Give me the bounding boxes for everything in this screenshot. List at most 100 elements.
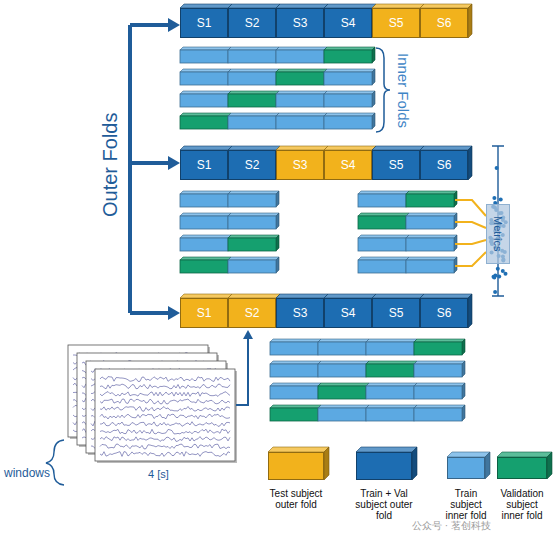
subject-box: S5 bbox=[372, 150, 420, 180]
fold-segment bbox=[414, 386, 462, 399]
fold-segment bbox=[366, 386, 414, 399]
subject-label: S3 bbox=[293, 16, 308, 30]
fold-segment-side bbox=[372, 47, 375, 63]
subject-box: S4 bbox=[324, 298, 372, 328]
fold-segment bbox=[276, 116, 324, 129]
fold-segment-side bbox=[276, 235, 279, 251]
fold-segment-top bbox=[270, 383, 321, 386]
subject-box: S6 bbox=[420, 150, 468, 180]
fold-segment-top bbox=[414, 339, 465, 342]
fold-segment-top bbox=[180, 113, 231, 116]
metrics-box: Metrics bbox=[486, 204, 510, 264]
fold-segment bbox=[228, 216, 276, 229]
fold-segment bbox=[318, 408, 366, 421]
fold-segment bbox=[406, 260, 454, 273]
fold-segment-top bbox=[228, 191, 279, 194]
fold-segment bbox=[366, 408, 414, 421]
metrics-label: Metrics bbox=[492, 216, 504, 251]
fold-segment-top bbox=[228, 91, 279, 94]
legend-text: Validation subject inner fold bbox=[494, 488, 550, 521]
fold-segment-top bbox=[270, 405, 321, 408]
subject-label: S5 bbox=[389, 158, 404, 172]
subject-box-side bbox=[468, 294, 472, 328]
eeg-trace bbox=[100, 444, 230, 449]
fold-segment bbox=[276, 72, 324, 85]
fold-segment-top bbox=[366, 405, 417, 408]
legend-swatch bbox=[268, 452, 324, 480]
outer-bracket bbox=[128, 25, 132, 313]
fold-segment bbox=[406, 238, 454, 251]
subject-box: S5 bbox=[372, 8, 420, 38]
metric-dot bbox=[499, 198, 503, 202]
legend-swatch-side bbox=[485, 452, 490, 479]
metric-dot bbox=[493, 290, 497, 294]
fold-segment-top bbox=[318, 405, 369, 408]
fold-segment-top bbox=[180, 235, 231, 238]
eeg-trace bbox=[100, 437, 230, 442]
fold-segment-side bbox=[462, 339, 465, 355]
fold-segment-side bbox=[462, 405, 465, 421]
fold-segment bbox=[324, 50, 372, 63]
fold-segment bbox=[366, 364, 414, 377]
metric-dot bbox=[504, 272, 508, 276]
metric-dot bbox=[495, 166, 499, 170]
fold-segment bbox=[228, 260, 276, 273]
eeg-trace bbox=[100, 414, 230, 419]
fold-segment-side bbox=[276, 257, 279, 273]
fold-segment-top bbox=[358, 213, 409, 216]
fold-segment bbox=[414, 364, 462, 377]
fold-segment bbox=[228, 50, 276, 63]
fold-segment bbox=[324, 116, 372, 129]
fold-segment-side bbox=[462, 383, 465, 399]
fold-segment bbox=[318, 386, 366, 399]
fold-segment-top bbox=[406, 257, 457, 260]
legend-swatch-side bbox=[324, 447, 329, 480]
subject-label: S2 bbox=[245, 158, 260, 172]
subject-label: S5 bbox=[389, 306, 404, 320]
subject-box: S3 bbox=[276, 8, 324, 38]
fold-segment-top bbox=[228, 257, 279, 260]
arrow-head bbox=[168, 18, 180, 32]
fold-segment bbox=[228, 72, 276, 85]
fold-segment-top bbox=[180, 47, 231, 50]
fold-segment-top bbox=[324, 69, 375, 72]
fold-segment-top bbox=[366, 383, 417, 386]
subject-box-side bbox=[468, 4, 472, 38]
subject-label: S3 bbox=[293, 306, 308, 320]
fold-segment-top bbox=[414, 383, 465, 386]
fold-segment bbox=[228, 116, 276, 129]
outer-arrow bbox=[130, 311, 170, 315]
metric-dot bbox=[496, 267, 500, 271]
legend-swatch-side bbox=[412, 447, 417, 480]
subject-box: S5 bbox=[372, 298, 420, 328]
subject-label: S1 bbox=[197, 16, 212, 30]
subject-box: S2 bbox=[228, 8, 276, 38]
group-label: Inner Folds bbox=[390, 46, 412, 136]
fold-segment-side bbox=[276, 213, 279, 229]
fold-segment-top bbox=[228, 47, 279, 50]
outer-arrow bbox=[130, 161, 170, 165]
subject-label: S6 bbox=[437, 16, 452, 30]
fold-segment bbox=[414, 408, 462, 421]
fold-segment-top bbox=[276, 47, 327, 50]
fold-segment bbox=[366, 342, 414, 355]
fold-segment-top bbox=[324, 113, 375, 116]
subject-label: S6 bbox=[437, 306, 452, 320]
fold-segment bbox=[276, 50, 324, 63]
subject-label: S6 bbox=[437, 158, 452, 172]
fold-segment bbox=[180, 238, 228, 251]
fold-segment bbox=[358, 238, 406, 251]
subject-box: S6 bbox=[420, 8, 468, 38]
metric-connector bbox=[455, 240, 486, 244]
fold-segment bbox=[358, 260, 406, 273]
fold-segment bbox=[180, 94, 228, 107]
fold-segment-top bbox=[276, 113, 327, 116]
axis-title: Outer Folds bbox=[99, 95, 125, 235]
watermark: 公众号 · 茗创科技 bbox=[412, 519, 491, 533]
subject-box: S3 bbox=[276, 150, 324, 180]
subject-box: S4 bbox=[324, 8, 372, 38]
fold-segment-top bbox=[366, 339, 417, 342]
fold-segment-top bbox=[324, 47, 375, 50]
fold-segment bbox=[180, 72, 228, 85]
